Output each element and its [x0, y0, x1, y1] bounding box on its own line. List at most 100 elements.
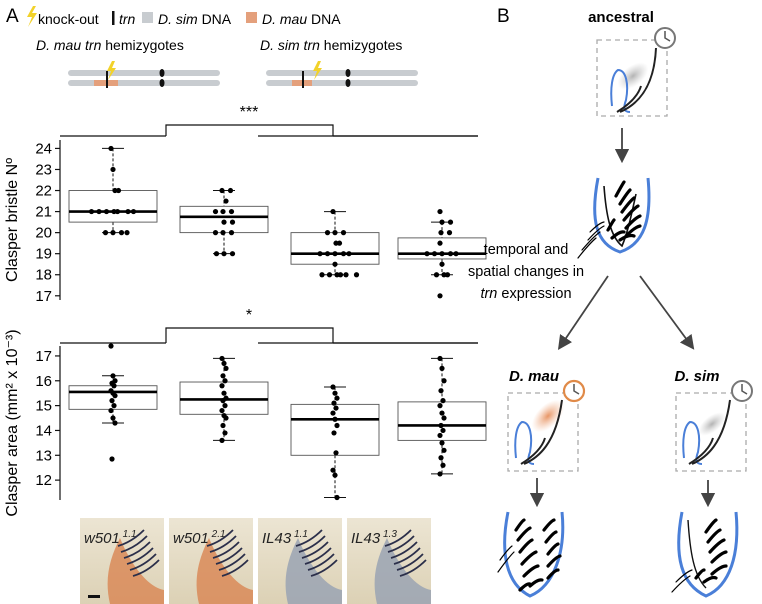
clock-icon: [654, 27, 676, 49]
data-point: [437, 240, 443, 246]
dsim-final-clasper: [671, 511, 739, 598]
box-3: [290, 208, 380, 278]
bristle: [215, 547, 243, 565]
y-tick-label: 16: [35, 373, 52, 390]
knockout-lightning-icon: [107, 61, 116, 80]
photo-label: w501 1.1: [84, 529, 137, 547]
data-point: [336, 240, 343, 246]
legend-dmau: D. mau DNA: [262, 11, 341, 27]
bristle: [710, 550, 728, 564]
data-point: [319, 272, 325, 278]
photo-label: IL43 1.1: [262, 529, 308, 547]
data-point: [330, 410, 336, 416]
bristle: [295, 529, 323, 547]
data-point: [110, 166, 116, 173]
bristle: [218, 553, 246, 571]
bristle: [499, 545, 513, 561]
bristle: [671, 575, 691, 593]
y-tick-label: 14: [35, 422, 52, 439]
dmau-label: D. mau: [509, 368, 559, 385]
data-point: [228, 208, 235, 215]
data-point: [437, 432, 443, 439]
data-point: [332, 230, 338, 236]
data-point: [109, 398, 115, 404]
clasper-photo-strip: w501 1.1 w501 2.1 IL43 1.1 IL43 1.3: [80, 518, 431, 604]
significance-label: ***: [240, 104, 259, 121]
bristle: [702, 575, 718, 584]
data-point: [317, 251, 323, 257]
bristle: [710, 564, 728, 576]
data-point: [227, 187, 234, 194]
data-point: [444, 272, 451, 278]
data-point: [438, 422, 444, 429]
bristle: [129, 553, 157, 571]
data-point: [219, 437, 225, 443]
data-point: [125, 208, 131, 215]
data-point: [340, 230, 347, 236]
data-point: [437, 293, 443, 299]
data-point: [111, 383, 117, 389]
arrow-to-mau: [557, 275, 609, 350]
bristle: [581, 231, 601, 251]
bristle: [390, 541, 418, 559]
data-point: [108, 407, 114, 414]
clasper-photo-4: IL43 1.3: [347, 518, 431, 604]
lightning-icon: [27, 6, 37, 27]
bristle: [120, 535, 148, 553]
y-tick-label: 13: [35, 447, 52, 464]
y-axis-label: Clasper area (mm² x 10⁻³): [4, 329, 21, 516]
bristle: [618, 233, 636, 242]
data-point: [223, 415, 229, 421]
data-point: [223, 365, 229, 371]
clasper-photo-2: w501 2.1: [169, 518, 253, 604]
data-point: [424, 251, 430, 257]
data-point: [439, 365, 445, 371]
data-point: [332, 251, 338, 257]
data-point: [440, 462, 446, 468]
data-point: [324, 251, 331, 257]
data-point: [219, 187, 225, 194]
bristle: [546, 542, 560, 556]
box-4: [397, 208, 487, 299]
y-tick-label: 18: [35, 267, 52, 284]
data-point: [326, 272, 333, 278]
data-point: [219, 383, 225, 389]
y-tick-label: 17: [35, 288, 52, 305]
data-point: [447, 219, 454, 225]
bristle: [522, 564, 540, 578]
bristle: [310, 559, 338, 577]
data-point: [219, 355, 225, 362]
data-point: [330, 467, 336, 473]
bristle: [518, 538, 534, 554]
data-point: [437, 208, 443, 215]
data-point: [441, 378, 447, 384]
sim-swatch: [142, 12, 153, 23]
dmau-clasper: [507, 379, 586, 472]
data-point: [453, 251, 459, 257]
bristle: [209, 535, 237, 553]
significance-bracket: [60, 327, 478, 344]
bristle: [396, 553, 424, 571]
clasper-tissue: [196, 538, 253, 604]
data-point: [439, 251, 445, 257]
dmau-final-clasper: [497, 511, 565, 598]
data-point: [353, 272, 360, 278]
photo-label: IL43 1.3: [351, 529, 397, 547]
data-point: [340, 251, 347, 257]
data-point: [437, 471, 443, 477]
data-point: [229, 251, 236, 257]
changes-text-line1: temporal and: [484, 242, 569, 258]
data-point: [441, 447, 447, 453]
bristle: [542, 518, 556, 532]
bristle: [610, 230, 626, 240]
bristle: [546, 568, 560, 580]
sim-clock-icon: [731, 380, 753, 402]
bristle: [589, 221, 605, 233]
data-point: [222, 430, 228, 436]
data-point: [346, 251, 352, 257]
bristle: [528, 578, 544, 588]
legend-dsim: D. sim DNA: [158, 11, 232, 27]
data-point: [331, 430, 337, 436]
data-point: [332, 472, 338, 478]
